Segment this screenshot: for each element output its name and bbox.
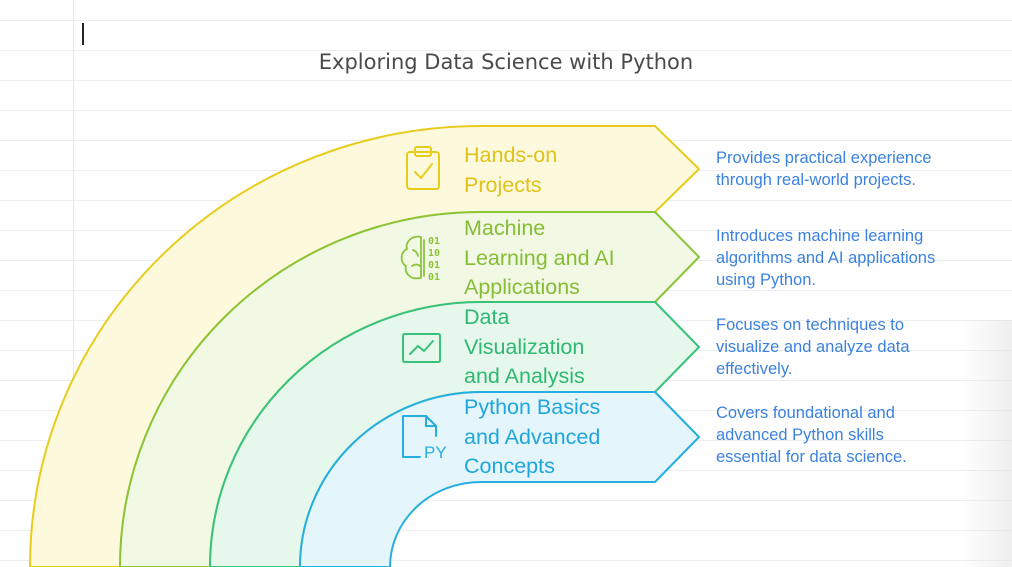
layer-label-hands-on: Hands-on Projects <box>464 143 558 197</box>
description-python-basics: Covers foundational and advanced Python … <box>716 404 907 466</box>
text-cursor <box>82 23 84 45</box>
brain-binary-icon: 01 10 01 01 <box>400 235 440 283</box>
description-data-viz: Focuses on techniques to visualize and a… <box>716 316 910 378</box>
layer-label-python-basics: Python Basics and Advanced Concepts <box>464 395 601 479</box>
svg-text:10: 10 <box>428 248 440 259</box>
layer-label-data-viz: Data Visualization and Analysis <box>464 305 585 389</box>
layer-label-machine-learning: Machine Learning and AI Applications <box>464 216 615 300</box>
svg-text:01: 01 <box>428 260 440 271</box>
line-chart-icon <box>402 333 441 363</box>
diagram-title: Exploring Data Science with Python <box>318 50 694 74</box>
description-hands-on: Provides practical experience through re… <box>716 149 932 189</box>
clipboard-check-icon <box>406 146 440 190</box>
description-machine-learning: Introduces machine learning algorithms a… <box>716 227 936 289</box>
svg-text:01: 01 <box>428 236 440 247</box>
python-file-icon: PY <box>402 415 447 462</box>
svg-text:PY: PY <box>424 443 447 462</box>
svg-text:01: 01 <box>428 272 440 283</box>
page-edge-shadow <box>960 320 1012 567</box>
layer-python-basics-band <box>299 391 700 567</box>
